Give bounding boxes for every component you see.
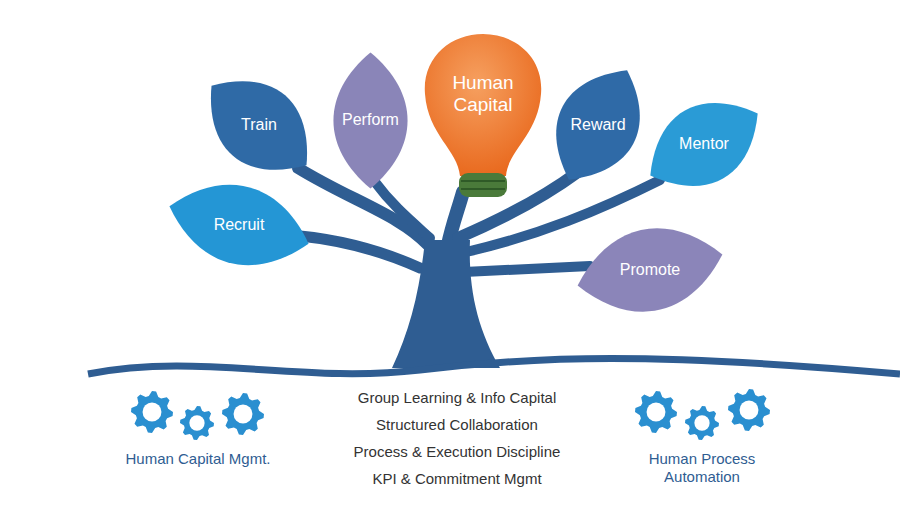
node-label: Promote — [620, 261, 680, 279]
reward-leaf: Reward — [552, 66, 644, 184]
node-label: Reward — [570, 116, 625, 134]
train-leaf: Train — [205, 68, 313, 183]
node-label: Train — [241, 116, 277, 134]
human-capital-bulb: Human Capital — [420, 30, 546, 198]
node-label: Perform — [342, 111, 399, 129]
mentor-leaf: Mentor — [645, 97, 763, 192]
gear-hole — [694, 415, 709, 430]
gear — [635, 391, 677, 433]
foundation-text: Group Learning & Info Capital — [307, 389, 607, 407]
gear — [222, 393, 264, 435]
perform-leaf: Perform — [328, 53, 413, 188]
ground-line — [88, 359, 900, 375]
foundation-text: Process & Execution Discipline — [307, 443, 607, 461]
gear — [685, 406, 719, 440]
promote-leaf: Promote — [576, 224, 724, 316]
gear — [131, 391, 173, 433]
gear-caption: Human Process Automation — [622, 450, 782, 486]
gear — [728, 389, 770, 431]
gear-hole — [647, 403, 666, 422]
tree-trunk — [392, 240, 500, 368]
gear-hole — [189, 415, 204, 430]
node-label: Recruit — [214, 216, 265, 234]
gear — [180, 406, 214, 440]
gear-hole — [143, 403, 162, 422]
foundation-text: Structured Collaboration — [307, 416, 607, 434]
gear-caption: Human Capital Mgmt. — [118, 450, 278, 468]
foundation-text: KPI & Commitment Mgmt — [307, 470, 607, 488]
gear-icons — [131, 389, 770, 440]
recruit-leaf: Recruit — [168, 180, 310, 270]
node-label: Mentor — [679, 135, 729, 153]
gear-hole — [234, 405, 253, 424]
gear-hole — [740, 401, 759, 420]
node-label: Human Capital — [435, 72, 531, 116]
